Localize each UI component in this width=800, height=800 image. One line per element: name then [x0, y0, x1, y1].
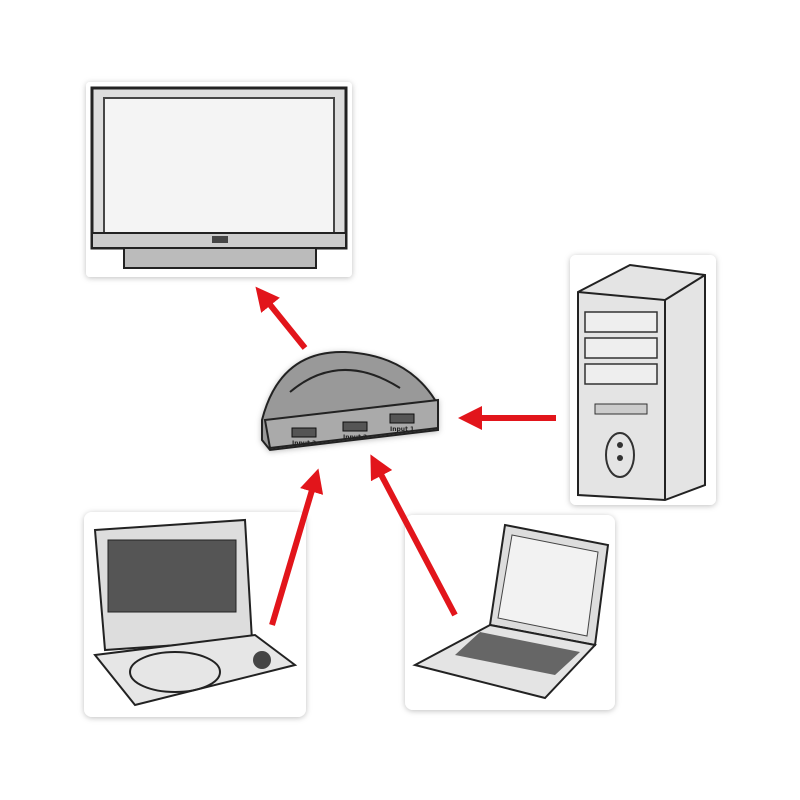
pc-tower-icon [570, 255, 716, 505]
arrow-dvd-to-switch [269, 468, 324, 626]
arrow-laptop-to-switch [370, 454, 458, 617]
hdmi-switch-icon [261, 350, 439, 452]
port-label-input-1: Input 1 [390, 426, 415, 433]
portable-dvd-player-icon [84, 512, 306, 717]
port-label-input-3: Input 3 [292, 440, 317, 447]
tv-icon [86, 82, 352, 277]
port-label-input-2: Input 2 [343, 434, 368, 441]
arrow-switch-to-tv [255, 286, 308, 350]
laptop-icon [405, 515, 615, 710]
